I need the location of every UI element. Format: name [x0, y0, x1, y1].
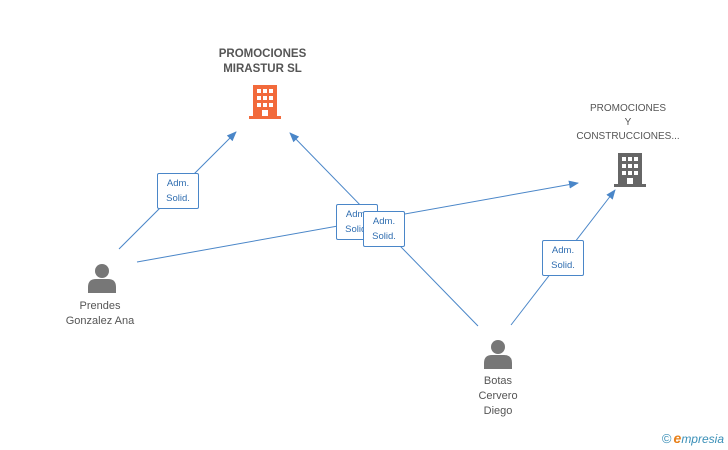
person-node-prendes[interactable]: Prendes Gonzalez Ana — [50, 299, 150, 329]
edge-role-line1: Adm. — [551, 245, 575, 256]
brand-footer[interactable]: ©empresia — [662, 430, 724, 446]
person-name-line2: Gonzalez Ana — [65, 315, 135, 327]
company-name-line2: MIRASTUR SL — [223, 63, 302, 75]
person-icon[interactable] — [484, 339, 512, 369]
person-node-botas[interactable]: Botas Cervero Diego — [456, 374, 540, 419]
edge-role-line1: Adm. — [345, 209, 369, 220]
person-name-line3: Diego — [483, 405, 513, 417]
edge-label-botas-mirastur[interactable]: Adm. Solid. — [363, 211, 405, 247]
company-name-line2: Y — [624, 117, 632, 128]
person-name-line2: Cervero — [478, 390, 518, 402]
edge-label-prendes-mirastur[interactable]: Adm. Solid. — [157, 173, 199, 209]
company-node-mirastur[interactable]: PROMOCIONES MIRASTUR SL — [205, 47, 320, 77]
building-icon[interactable] — [249, 84, 281, 120]
copyright-symbol: © — [661, 431, 672, 446]
building-icon[interactable] — [614, 152, 646, 188]
brand-logo-e: e — [673, 430, 682, 446]
company-name-line1: PROMOCIONES — [218, 48, 307, 60]
person-name-line1: Botas — [483, 375, 513, 387]
person-icon[interactable] — [88, 263, 116, 293]
edge-role-line1: Adm. — [372, 216, 396, 227]
brand-logo-text: mpresia — [681, 432, 724, 446]
edge-role-line1: Adm. — [166, 178, 190, 189]
company-name-line1: PROMOCIONES — [589, 103, 667, 114]
company-node-construcciones[interactable]: PROMOCIONES Y CONSTRUCCIONES... — [566, 102, 690, 144]
edge-role-line2: Solid. — [345, 224, 369, 235]
company-name-line3: CONSTRUCCIONES... — [576, 131, 680, 142]
edge-role-line2: Solid. — [372, 231, 396, 242]
edge-role-line2: Solid. — [551, 260, 575, 271]
edge-label-botas-construcciones[interactable]: Adm. Solid. — [542, 240, 584, 276]
edge-role-line2: Solid. — [166, 193, 190, 204]
person-name-line1: Prendes — [79, 300, 121, 312]
